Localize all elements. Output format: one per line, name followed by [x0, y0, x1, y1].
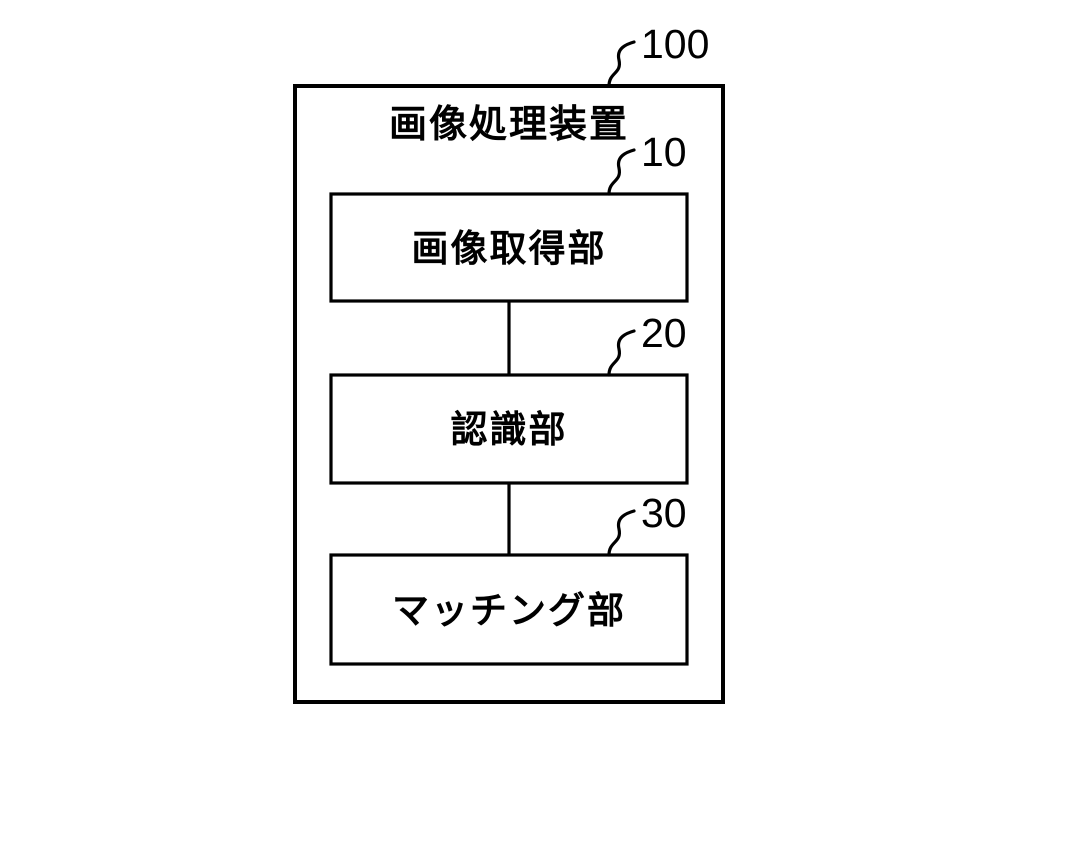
leader-line-10 [607, 148, 636, 196]
ref-numeral-20: 20 [641, 310, 687, 356]
device-title: 画像処理装置 [389, 102, 629, 146]
unit-label-matching: マッチング部 [392, 589, 626, 632]
leader-line-30 [607, 509, 636, 557]
unit-box-matching [329, 553, 689, 666]
ref-numeral-100: 100 [641, 21, 709, 67]
unit-label-image-acquisition: 画像取得部 [412, 227, 607, 270]
unit-box-image-acquisition [329, 192, 689, 303]
leader-line-20 [607, 329, 636, 377]
ref-numeral-30: 30 [641, 490, 687, 536]
ref-numeral-10: 10 [641, 129, 687, 175]
unit-label-recognition: 認識部 [451, 408, 568, 451]
leader-line-100 [607, 40, 636, 88]
unit-box-recognition [329, 373, 689, 485]
